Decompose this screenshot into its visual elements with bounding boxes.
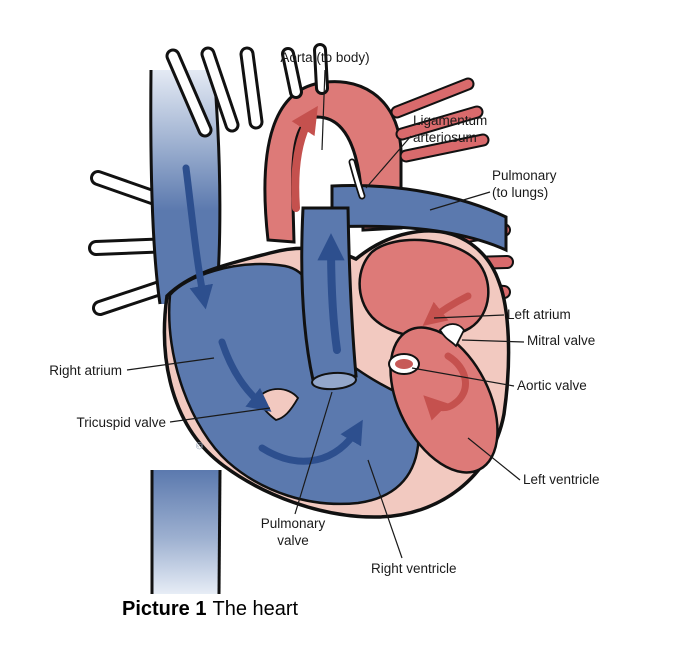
upper-branch-vessels [165,46,264,138]
caption-text: The heart [212,598,299,620]
blue-flow-arrows [182,164,363,465]
artist-watermark: © [193,442,204,450]
pulmonary-valve-shape [311,371,357,391]
label-right-atrium: Right atrium [49,363,122,378]
label-right-ventricle: Right ventricle [371,561,457,576]
red-flow-arrows [291,105,472,421]
leader-lines [126,69,525,559]
ligamentum-arteriosum-shape [348,158,366,200]
inferior-vena-cava [150,469,222,595]
label-aorta: Aorta (to body) [280,50,370,65]
label-left-atrium: Left atrium [507,307,571,322]
label-ligamentum-arteriosum: Ligamentum arteriosum [413,113,488,145]
label-mitral-valve: Mitral valve [527,333,596,348]
aortic-valve-shape [388,353,420,375]
label-aortic-valve: Aortic valve [517,378,587,393]
pulmonary-artery-branch [330,184,508,253]
label-left-ventricle: Left ventricle [523,472,600,487]
aortic-branch-stubs [281,43,329,99]
right-upper-arteries [390,77,490,163]
left-atrium-shape [358,238,490,339]
label-tricuspid-valve: Tricuspid valve [76,415,166,430]
caption-number: Picture 1 [122,598,207,620]
label-pulmonary-valve: Pulmonary valve [260,516,326,548]
label-pulmonary-to-lungs: Pulmonary (to lungs) [492,168,557,200]
